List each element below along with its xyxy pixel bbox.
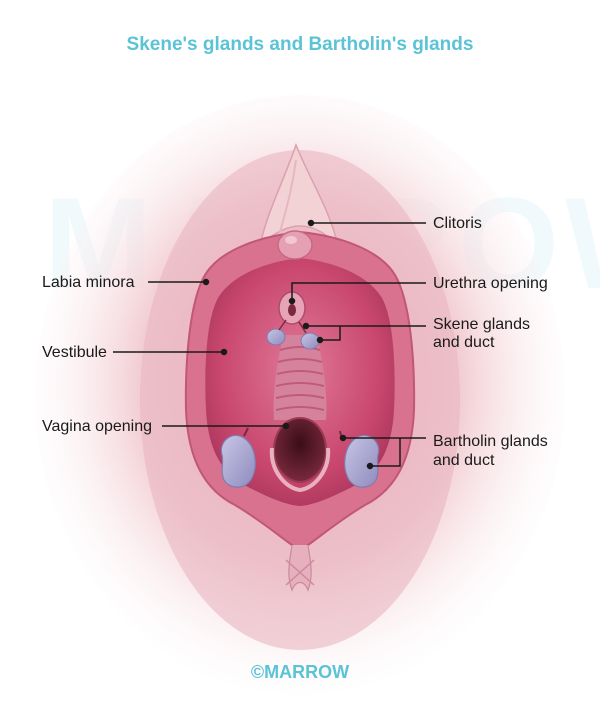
bartholin-gland-right xyxy=(344,434,380,488)
skene-gland-left xyxy=(266,328,286,346)
leader-skene xyxy=(308,325,426,341)
label-labia-minora: Labia minora xyxy=(42,274,135,291)
footer-logo: ©MARROW xyxy=(250,662,350,682)
vagina-opening-shape xyxy=(272,416,328,484)
diagram-title: Skene's glands and Bartholin's glands xyxy=(126,34,474,55)
label-clitoris: Clitoris xyxy=(433,215,482,232)
label-skene-glands-line2: and duct xyxy=(433,334,495,351)
bartholin-gland-left xyxy=(220,434,256,488)
clitoris-glans xyxy=(277,230,313,260)
label-bartholin-glands-line2: and duct xyxy=(433,452,495,469)
label-vestibule: Vestibule xyxy=(42,344,107,361)
leader-lines xyxy=(113,219,426,470)
label-urethra-opening: Urethra opening xyxy=(433,275,548,292)
label-vagina-opening: Vagina opening xyxy=(42,418,153,435)
leader-urethra xyxy=(291,282,426,300)
label-bartholin-glands-line1: Bartholin glands xyxy=(433,433,548,450)
clitoral-hood xyxy=(258,142,340,249)
label-skene-glands-line1: Skene glands xyxy=(433,316,530,333)
skene-gland-right xyxy=(300,332,320,350)
leader-bartholin xyxy=(345,437,426,467)
